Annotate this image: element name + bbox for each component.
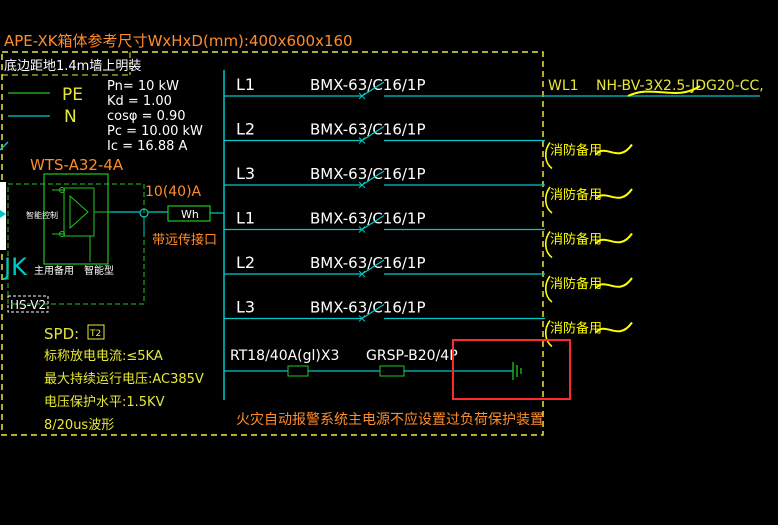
switch-dashed-box bbox=[7, 183, 145, 305]
circuit-phase: L1 bbox=[236, 209, 255, 228]
circuit-breaker-contact bbox=[361, 81, 385, 97]
spd-line-2: 最大持续运行电压:AC385V bbox=[44, 372, 204, 387]
circuit-out-label: WL1 bbox=[548, 78, 579, 94]
meter-wh: Wh bbox=[181, 208, 199, 221]
param-pn: Pn= 10 kW bbox=[107, 79, 179, 94]
annotation-squiggle bbox=[595, 321, 633, 334]
annotation-squiggle bbox=[595, 232, 633, 245]
switch-triangle-symbol bbox=[69, 194, 89, 230]
circuit-breaker-x bbox=[358, 137, 366, 144]
circuit-breaker-x bbox=[358, 315, 366, 322]
param-kd: Kd = 1.00 bbox=[107, 94, 172, 109]
annotation-bracket bbox=[544, 186, 553, 214]
circuit-row: L1 BMX-63/C16/1P 消防备用 bbox=[224, 209, 633, 259]
ground-symbol bbox=[512, 362, 522, 380]
circuit-1-cable: NH-BV-3X2.5-JDG20-CC, bbox=[596, 78, 764, 94]
mount-note: 底边距地1.4m墙上明装 bbox=[4, 58, 141, 74]
spd-title: SPD: bbox=[44, 325, 79, 343]
circuit-breaker: BMX-63/C16/1P bbox=[310, 210, 426, 228]
circuit-spare-label: 消防备用 bbox=[550, 276, 602, 292]
load-parameters: Pn= 10 kW Kd = 1.00 cosφ = 0.90 Pc = 10.… bbox=[107, 79, 203, 154]
hs-label: HS-V2 bbox=[10, 298, 46, 312]
spd-fuse-label: RT18/40A(gl)X3 bbox=[230, 348, 339, 364]
meter-note: 带远传接口 bbox=[152, 232, 217, 248]
circuit-breaker: BMX-63/C16/1P bbox=[310, 76, 426, 94]
circuit-breaker: BMX-63/C16/1P bbox=[310, 254, 426, 272]
annotation-bracket bbox=[544, 231, 553, 259]
param-pc: Pc = 10.00 kW bbox=[107, 124, 203, 139]
switch-outer-box bbox=[43, 173, 109, 265]
spd-line-3: 电压保护水平:1.5KV bbox=[44, 395, 165, 410]
switch-label-smart-type: 智能型 bbox=[84, 264, 114, 277]
circuit-row: L3 BMX-63/C16/1P 消防备用 bbox=[224, 164, 633, 214]
circuit-breaker-x bbox=[358, 181, 366, 189]
circuit-breaker-x bbox=[358, 270, 366, 278]
switch-terminal-2 bbox=[59, 231, 65, 237]
circuit-spare-label: 消防备用 bbox=[550, 143, 602, 159]
circuit-breaker-contact bbox=[361, 259, 385, 275]
circuit-breaker-contact bbox=[361, 214, 385, 231]
spd-line-1: 标称放电电流:≤5KA bbox=[44, 349, 163, 364]
circuit-phase: L2 bbox=[236, 120, 255, 139]
highlight-box bbox=[452, 339, 571, 400]
annotation-squiggle bbox=[595, 277, 633, 289]
bottom-note: 火灾自动报警系统主电源不应设置过负荷保护装置 bbox=[236, 411, 544, 428]
circuit-row: L2 BMX-63/C16/1P 消防备用 bbox=[224, 253, 633, 303]
circuit-row: L3 BMX-63/C16/1P 消防备用 bbox=[224, 298, 633, 348]
circuit-breaker-x bbox=[358, 92, 366, 100]
circuit-breaker: BMX-63/C16/1P bbox=[310, 299, 426, 317]
switch-label-standby: 备用 bbox=[54, 264, 74, 277]
circuit-breaker-contact bbox=[361, 170, 385, 186]
spd-t2-label: T2 bbox=[89, 329, 101, 339]
annotation-cable-strike bbox=[627, 85, 701, 97]
spd-line-4: 8/20us波形 bbox=[44, 418, 114, 433]
annotation-bracket bbox=[544, 142, 553, 170]
cabinet-title: APE-XK箱体参考尺寸WxHxD(mm):400x600x160 bbox=[4, 32, 353, 50]
left-arrow-marker bbox=[0, 210, 6, 218]
annotation-bracket bbox=[544, 320, 553, 348]
switch-label-smart-control: 智能控制 bbox=[26, 210, 58, 220]
spd-device-label: GRSP-B20/4P bbox=[366, 348, 458, 364]
spd-t2-box bbox=[87, 324, 105, 340]
switch-inner-box bbox=[63, 187, 95, 237]
circuit-row: L2 BMX-63/C16/1P 消防备用 bbox=[224, 120, 633, 170]
param-ic: Ic = 16.88 A bbox=[107, 139, 187, 154]
circuit-breaker-contact bbox=[361, 303, 385, 320]
spd-fuse-symbol bbox=[287, 365, 309, 377]
meter-rating: 10(40)A bbox=[145, 184, 202, 200]
switch-model: WTS-A32-4A bbox=[30, 156, 124, 174]
cabinet-frame bbox=[1, 51, 544, 436]
left-jk-label: JK bbox=[2, 253, 28, 281]
n-legend-label: N bbox=[64, 107, 77, 127]
annotation-squiggle bbox=[595, 188, 633, 200]
circuit-phase: L3 bbox=[236, 164, 255, 183]
pe-legend-label: PE bbox=[62, 85, 83, 105]
switch-label-main: 主用 bbox=[34, 265, 54, 277]
switch-terminal-1 bbox=[59, 187, 65, 193]
annotation-bracket bbox=[544, 275, 553, 303]
left-cyan-tick bbox=[0, 141, 9, 151]
circuit-phase: L1 bbox=[236, 75, 255, 94]
spd-device-symbol bbox=[379, 365, 405, 377]
circuit-spare-label: 消防备用 bbox=[550, 187, 602, 203]
param-cos: cosφ = 0.90 bbox=[107, 109, 186, 124]
circuit-breaker-contact bbox=[361, 125, 385, 142]
circuit-phase: L3 bbox=[236, 298, 255, 317]
circuit-breaker: BMX-63/C16/1P bbox=[310, 121, 426, 139]
annotation-squiggle bbox=[595, 143, 633, 156]
circuit-spare-label: 消防备用 bbox=[550, 232, 602, 248]
circuit-breaker-x bbox=[358, 226, 366, 233]
circuit-breaker: BMX-63/C16/1P bbox=[310, 165, 426, 183]
circuit-phase: L2 bbox=[236, 253, 255, 272]
circuit-row: L1 BMX-63/C16/1P WL1 bbox=[224, 75, 760, 100]
circuit-spare-label: 消防备用 bbox=[550, 321, 602, 337]
